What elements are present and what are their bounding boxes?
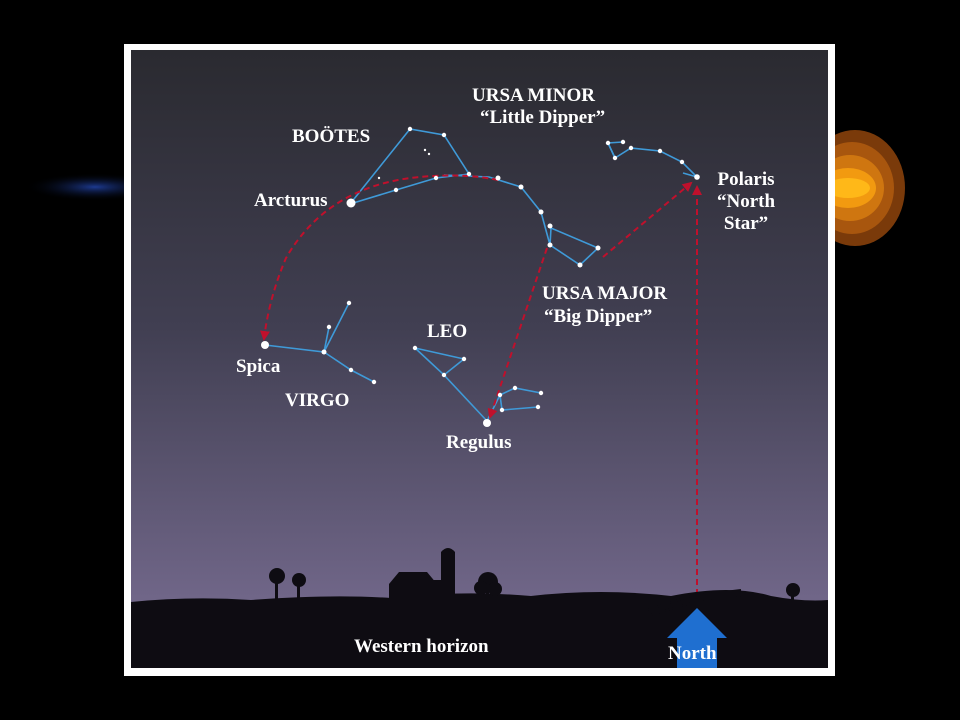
- label-bootes: BOÖTES: [292, 126, 371, 147]
- star: [497, 392, 503, 398]
- star: [547, 242, 553, 248]
- arc-to-arcturus-spica-arrow: [260, 174, 499, 341]
- star: [595, 245, 601, 251]
- star-arcturus: [346, 198, 356, 208]
- silo-icon: [441, 548, 455, 608]
- star: [393, 187, 399, 193]
- star: [512, 385, 518, 391]
- star: [620, 139, 626, 145]
- star: [377, 176, 381, 180]
- star: [433, 175, 439, 181]
- pointer-to-polaris-arrow: [602, 181, 693, 258]
- label-western-horizon: Western horizon: [354, 636, 489, 657]
- label-north: North: [668, 643, 717, 664]
- star: [605, 140, 611, 146]
- star: [628, 145, 634, 151]
- star: [321, 349, 327, 355]
- horizon-silhouette: [131, 548, 828, 668]
- star-polaris: [694, 174, 700, 180]
- stars: [261, 126, 700, 427]
- star: [547, 223, 553, 229]
- pointer-arrows: [260, 174, 702, 615]
- label-big-dipper: “Big Dipper”: [544, 306, 653, 327]
- star-regulus: [483, 419, 491, 427]
- star: [326, 324, 332, 330]
- star: [518, 184, 524, 190]
- label-spica: Spica: [236, 356, 281, 377]
- star: [657, 148, 663, 154]
- label-ursa-major: URSA MAJOR: [542, 283, 668, 304]
- label-virgo: VIRGO: [285, 390, 350, 411]
- night-sky-diagram: BOÖTES Arcturus URSA MINOR “Little Dippe…: [131, 50, 828, 668]
- star: [499, 407, 505, 413]
- label-little-dipper: “Little Dipper”: [480, 107, 606, 128]
- label-north-star-1: “North: [716, 191, 776, 212]
- label-ursa-minor: URSA MINOR: [472, 85, 595, 106]
- sky-background: [131, 50, 828, 668]
- star-spica: [261, 341, 269, 349]
- tree-silhouette-icon: [269, 568, 800, 605]
- fence-silhouette: [646, 589, 742, 618]
- star: [495, 175, 501, 181]
- star: [412, 345, 418, 351]
- label-regulus: Regulus: [446, 432, 512, 453]
- label-north-star-2: Star”: [723, 213, 769, 234]
- star: [538, 390, 544, 396]
- star: [441, 132, 447, 138]
- star: [461, 356, 467, 362]
- star: [535, 404, 541, 410]
- label-leo: LEO: [427, 321, 468, 342]
- star: [407, 126, 413, 132]
- farmhouse-icon: [389, 572, 437, 608]
- label-arcturus: Arcturus: [254, 190, 328, 211]
- star: [348, 367, 354, 373]
- star: [538, 209, 544, 215]
- star: [371, 379, 377, 385]
- star: [679, 159, 685, 165]
- star: [612, 155, 618, 161]
- north-arrow-icon: [667, 608, 727, 668]
- label-polaris: Polaris: [717, 169, 775, 190]
- star: [441, 372, 447, 378]
- star: [466, 171, 472, 177]
- star: [427, 152, 431, 156]
- star: [423, 148, 427, 152]
- star: [346, 300, 352, 306]
- star: [577, 262, 583, 268]
